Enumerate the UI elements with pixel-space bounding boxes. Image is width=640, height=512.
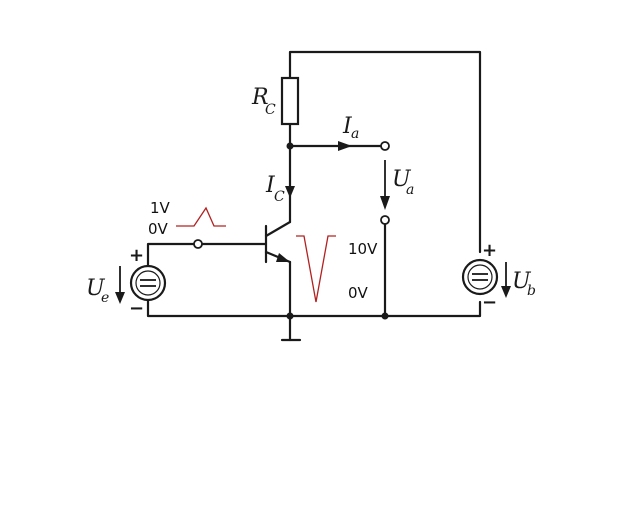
junction-collector xyxy=(286,142,294,150)
supply-voltage-source xyxy=(461,258,499,296)
input-pulse-waveform xyxy=(176,206,226,227)
svg-text:C: C xyxy=(265,102,276,118)
svg-text:U: U xyxy=(86,276,106,301)
svg-text:U: U xyxy=(512,269,532,294)
output-pulse-waveform xyxy=(296,235,336,303)
svg-text:I: I xyxy=(342,114,353,139)
supply-source-minus-sign: − xyxy=(482,292,497,313)
svg-text:a: a xyxy=(406,182,414,198)
input-voltage-label: U e xyxy=(86,276,109,306)
wire-bottom-rail xyxy=(146,298,482,318)
supply-voltage-label: U b xyxy=(512,269,536,299)
junction-output-return xyxy=(381,312,389,320)
output-voltage-arrow xyxy=(380,160,390,210)
supply-source-plus-sign: + xyxy=(482,240,497,261)
output-current-arrow-icon xyxy=(338,141,352,151)
wire-top-rail xyxy=(288,50,482,254)
svg-text:C: C xyxy=(274,189,285,205)
supply-voltage-arrow xyxy=(501,262,511,298)
wire-input-top xyxy=(146,242,196,268)
svg-text:e: e xyxy=(101,290,109,306)
output-high-level-label: 10V xyxy=(348,240,378,258)
collector-resistor xyxy=(280,76,300,126)
input-source-plus-sign: + xyxy=(129,245,144,266)
output-voltage-label: U a xyxy=(392,167,414,198)
collector-current-arrow-icon xyxy=(285,186,295,198)
svg-text:b: b xyxy=(527,283,536,299)
svg-text:R: R xyxy=(251,85,269,110)
svg-text:a: a xyxy=(351,126,359,142)
input-voltage-arrow xyxy=(115,266,125,304)
input-source-minus-sign: − xyxy=(129,298,144,319)
output-terminal-top xyxy=(380,141,390,151)
svg-text:U: U xyxy=(392,167,412,192)
input-terminal xyxy=(193,239,203,249)
output-current-label: I a xyxy=(342,114,359,142)
wires xyxy=(146,50,482,342)
npn-transistor xyxy=(264,220,292,264)
input-high-level-label: 1V xyxy=(150,199,171,217)
svg-text:I: I xyxy=(265,173,276,198)
input-voltage-source xyxy=(129,264,167,302)
collector-resistor-label: R C xyxy=(251,85,276,118)
collector-current-label: I C xyxy=(265,173,285,205)
input-low-level-label: 0V xyxy=(148,220,169,238)
emitter-arrow-icon xyxy=(276,253,290,262)
junction-emitter xyxy=(286,312,294,320)
output-low-level-label: 0V xyxy=(348,284,369,302)
output-terminal-bottom xyxy=(380,215,390,225)
